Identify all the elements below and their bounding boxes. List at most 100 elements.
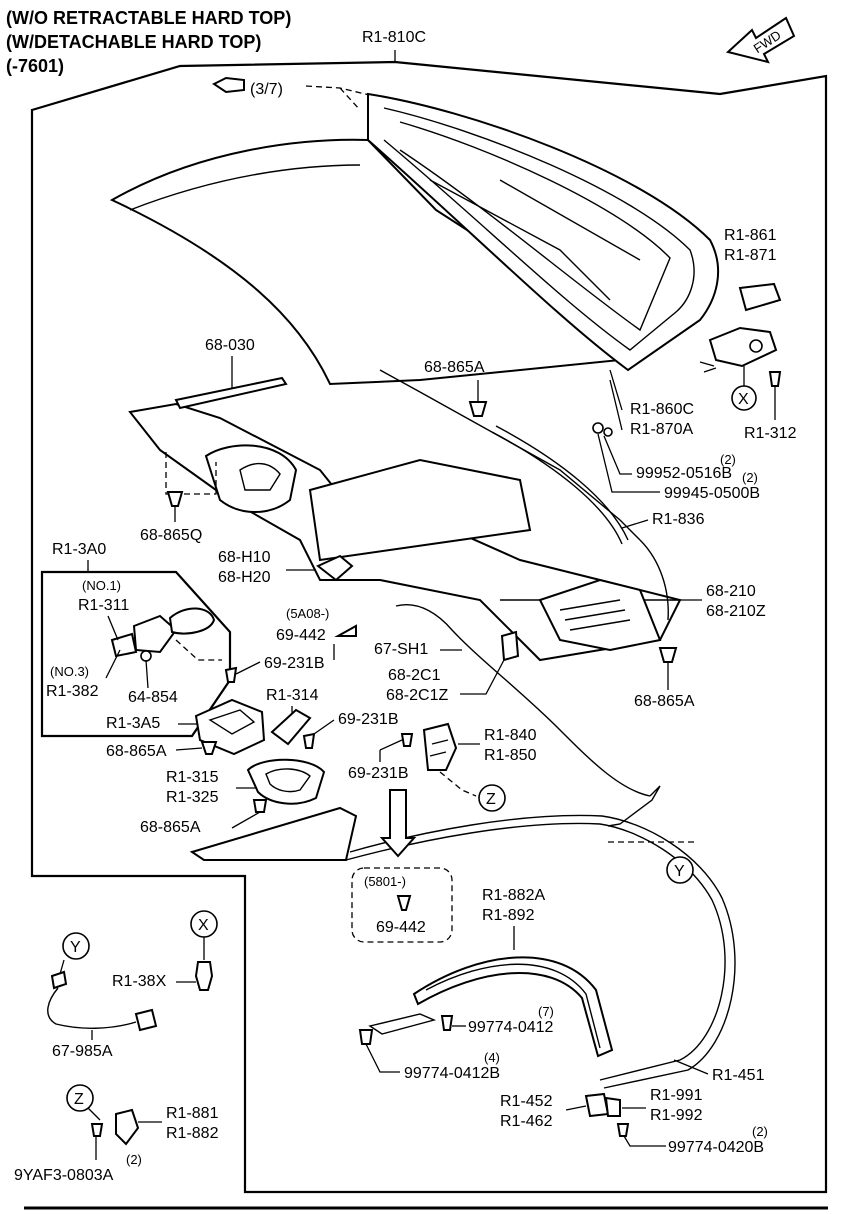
bracket-r1-991 <box>604 1096 621 1117</box>
reference-pointer: (3/7) <box>212 76 383 111</box>
down-arrow-icon <box>379 789 417 858</box>
callout-y-detail <box>62 932 90 960</box>
hand-pointer-icon <box>212 76 245 94</box>
qty-99774-0412: (7) <box>538 1004 554 1019</box>
header-line-2: (W/DETACHABLE HARD TOP) <box>6 32 261 52</box>
label-64-854: 64-854 <box>128 689 178 706</box>
label-68-865q: 68-865Q <box>140 527 202 544</box>
triangle-marker <box>334 624 357 637</box>
screw-99774-0412b <box>358 1029 374 1045</box>
label-r1-840: R1-840 <box>484 727 537 744</box>
cover-r1-315 <box>246 758 326 805</box>
label-99774-0412: 99774-0412 <box>468 1019 554 1036</box>
label-5801: (5801-) <box>364 874 406 889</box>
label-r1-462: R1-462 <box>500 1113 553 1130</box>
label-99774-0412b: 99774-0412B <box>404 1065 500 1082</box>
clip-68-865a-bottom <box>252 799 268 813</box>
label-68-865a-left: 68-865A <box>106 743 167 760</box>
retainer-strip <box>368 1013 437 1035</box>
console-r1-3a5 <box>194 698 266 756</box>
header-line-1: (W/O RETRACTABLE HARD TOP) <box>6 8 291 28</box>
strip-68-030 <box>174 376 288 410</box>
soft-top-canopy <box>109 92 719 386</box>
label-no1: (NO.1) <box>82 578 121 593</box>
label-r1-382: R1-382 <box>46 683 99 700</box>
label-68-865a-bottom: 68-865A <box>140 819 201 836</box>
header-line-3: (-7601) <box>6 56 64 76</box>
bolt-icon <box>699 361 717 373</box>
qty-99774-0412b: (4) <box>484 1050 500 1065</box>
callout-y-main-text: Y <box>674 863 685 880</box>
label-r1-882: R1-882 <box>166 1125 219 1142</box>
weatherstrip-r1-451 <box>345 822 726 1081</box>
qty-9yaf3: (2) <box>126 1152 142 1167</box>
latch-bracket <box>708 326 778 368</box>
headliner-assembly <box>128 369 682 662</box>
qty-99952: (2) <box>720 452 736 467</box>
label-r1-836: R1-836 <box>652 511 705 528</box>
nut-icon <box>603 427 613 437</box>
label-68-865a-right: 68-865A <box>634 693 695 710</box>
latch-r1-840 <box>422 722 458 771</box>
trim-68-h10 <box>316 554 354 582</box>
screw-9yaf3 <box>90 1123 104 1137</box>
screw-99774-0420b <box>616 1123 630 1137</box>
label-r1-892: R1-892 <box>482 907 535 924</box>
screw-69-231b-a <box>224 666 238 683</box>
qty-99774-0420b: (2) <box>752 1124 768 1139</box>
label-r1-314: R1-314 <box>266 687 319 704</box>
label-r1-991: R1-991 <box>650 1087 703 1104</box>
label-r1-881: R1-881 <box>166 1105 219 1122</box>
label-r1-452: R1-452 <box>500 1093 553 1110</box>
bracket-r1-881 <box>115 1108 140 1146</box>
assembly-frame <box>30 60 828 1194</box>
callout-z-detail-text: Z <box>74 1091 84 1108</box>
label-r1-325: R1-325 <box>166 789 219 806</box>
screw-69-442-b <box>396 895 412 911</box>
label-r1-870a: R1-870A <box>630 421 693 438</box>
callout-z-detail <box>66 1084 94 1112</box>
label-r1-882a: R1-882A <box>482 887 545 904</box>
switch-68-2c1 <box>500 630 520 662</box>
label-no3: (NO.3) <box>50 664 89 679</box>
label-r1-451: R1-451 <box>712 1067 765 1084</box>
latch-cover <box>738 282 782 312</box>
fwd-arrow-icon: FWD <box>725 16 796 64</box>
label-68-030: 68-030 <box>205 337 255 354</box>
label-68-h10: 68-H10 <box>218 549 271 566</box>
screw-69-231b-c <box>400 733 414 747</box>
label-69-231b-a: 69-231B <box>264 655 325 672</box>
qty-99945: (2) <box>742 470 758 485</box>
rail-lower <box>189 806 358 861</box>
clip-68-865a-left <box>200 741 218 755</box>
clip-68-865q <box>166 491 184 507</box>
callout-x-detail-text: X <box>198 917 209 934</box>
callout-x-top-text: X <box>738 391 749 408</box>
bracket-r1-452 <box>584 1092 610 1118</box>
inset-5801 <box>351 867 453 943</box>
callout-y-detail-text: Y <box>70 939 81 956</box>
clip-68-865a-top <box>468 401 488 417</box>
bolt-r1-38x <box>194 961 214 991</box>
label-99945: 99945-0500B <box>664 485 760 502</box>
label-67-sh1: 67-SH1 <box>374 641 428 658</box>
label-r1-3a5: R1-3A5 <box>106 715 160 732</box>
washer-icon <box>592 422 604 434</box>
label-68-2c1: 68-2C1 <box>388 667 441 684</box>
callout-y-main <box>666 856 694 884</box>
label-r1-871: R1-871 <box>724 247 777 264</box>
label-69-442-b: 69-442 <box>376 919 426 936</box>
label-r1-315: R1-315 <box>166 769 219 786</box>
label-68-865a-top: 68-865A <box>424 359 485 376</box>
callout-z-main <box>478 784 506 812</box>
trim-r1-882a <box>412 956 614 1058</box>
label-r1-861: R1-861 <box>724 227 777 244</box>
label-68-210z: 68-210Z <box>706 603 766 620</box>
side-trim-68-210 <box>538 578 662 652</box>
connector-67-985a <box>50 970 68 990</box>
label-5a08: (5A08-) <box>286 606 329 621</box>
label-r1-850: R1-850 <box>484 747 537 764</box>
harness-67-985a <box>47 987 137 1029</box>
label-r1-860c: R1-860C <box>630 401 694 418</box>
